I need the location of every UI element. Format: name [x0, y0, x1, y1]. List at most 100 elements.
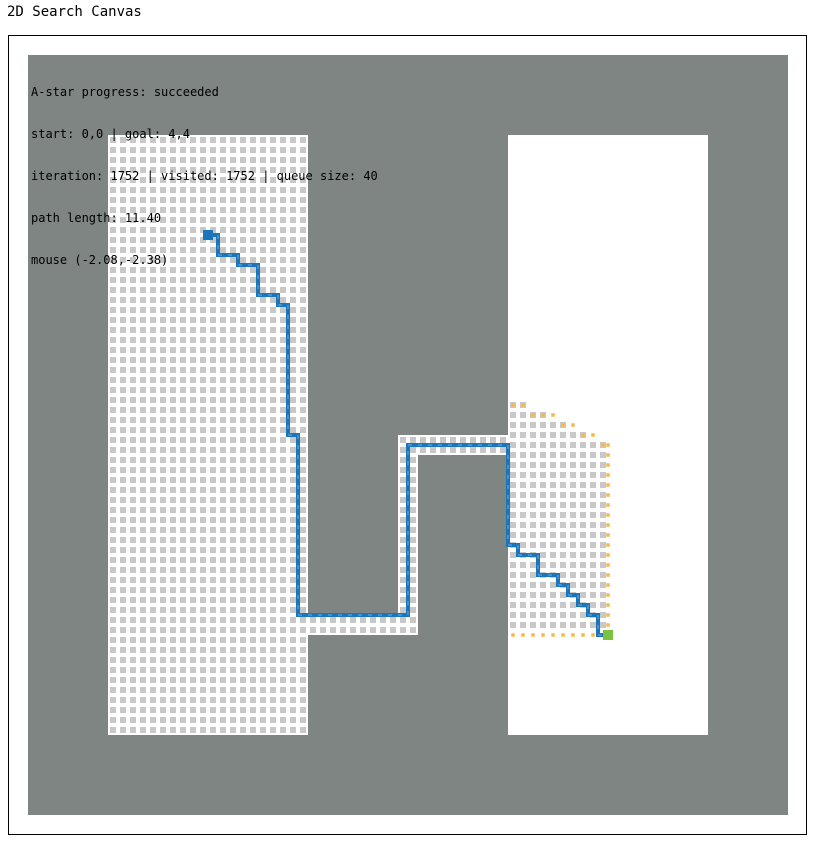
visited-cell	[260, 607, 266, 613]
visited-cell	[150, 137, 156, 143]
visited-cell	[230, 687, 236, 693]
visited-cell	[440, 447, 446, 453]
visited-cell	[270, 717, 276, 723]
visited-cell	[150, 687, 156, 693]
visited-cell	[200, 707, 206, 713]
visited-cell	[530, 572, 536, 578]
visited-cell	[230, 337, 236, 343]
visited-cell	[140, 147, 146, 153]
visited-cell	[600, 482, 606, 488]
visited-cell	[150, 697, 156, 703]
visited-cell	[120, 187, 126, 193]
visited-cell	[300, 277, 306, 283]
visited-cell	[250, 157, 256, 163]
visited-cell	[510, 582, 516, 588]
visited-cell	[170, 537, 176, 543]
visited-cell	[240, 597, 246, 603]
visited-cell	[160, 417, 166, 423]
page-title: 2D Search Canvas	[7, 4, 142, 20]
visited-cell	[400, 587, 406, 593]
visited-cell	[170, 347, 176, 353]
visited-cell	[140, 657, 146, 663]
visited-cell	[250, 597, 256, 603]
visited-cell	[600, 472, 606, 478]
visited-cell	[140, 337, 146, 343]
visited-cell	[220, 537, 226, 543]
visited-cell	[210, 497, 216, 503]
visited-cell	[400, 627, 406, 633]
visited-cell	[160, 647, 166, 653]
visited-cell	[300, 577, 306, 583]
visited-cell	[170, 557, 176, 563]
visited-cell	[140, 527, 146, 533]
visited-cell	[110, 227, 116, 233]
visited-cell	[240, 257, 246, 263]
visited-cell	[210, 667, 216, 673]
visited-cell	[200, 137, 206, 143]
visited-cell	[280, 547, 286, 553]
visited-cell	[250, 557, 256, 563]
visited-cell	[290, 577, 296, 583]
visited-cell	[450, 447, 456, 453]
visited-cell	[110, 207, 116, 213]
visited-cell	[290, 237, 296, 243]
visited-cell	[120, 397, 126, 403]
visited-cell	[230, 287, 236, 293]
visited-cell	[290, 377, 296, 383]
visited-cell	[150, 287, 156, 293]
visited-cell	[560, 482, 566, 488]
visited-cell	[180, 427, 186, 433]
visited-cell	[290, 447, 296, 453]
visited-cell	[190, 287, 196, 293]
visited-cell	[170, 217, 176, 223]
visited-cell	[290, 397, 296, 403]
visited-cell	[120, 647, 126, 653]
visited-cell	[480, 447, 486, 453]
visited-cell	[520, 472, 526, 478]
visited-cell	[240, 277, 246, 283]
visited-cell	[260, 277, 266, 283]
visited-cell	[230, 457, 236, 463]
visited-cell	[140, 457, 146, 463]
visited-cell	[140, 237, 146, 243]
visited-cell	[150, 267, 156, 273]
visited-cell	[140, 327, 146, 333]
visited-cell	[130, 727, 136, 733]
visited-cell	[290, 407, 296, 413]
visited-cell	[540, 472, 546, 478]
visited-cell	[590, 602, 596, 608]
visited-cell	[290, 267, 296, 273]
visited-cell	[270, 457, 276, 463]
visited-cell	[260, 667, 266, 673]
visited-cell	[510, 462, 516, 468]
visited-cell	[160, 607, 166, 613]
visited-cell	[200, 717, 206, 723]
visited-cell	[430, 447, 436, 453]
visited-cell	[240, 197, 246, 203]
visited-cell	[280, 707, 286, 713]
visited-cells-layer	[110, 137, 606, 733]
visited-cell	[240, 457, 246, 463]
visited-cell	[210, 347, 216, 353]
visited-cell	[410, 487, 416, 493]
visited-cell	[110, 727, 116, 733]
visited-cell	[270, 177, 276, 183]
visited-cell	[270, 557, 276, 563]
visited-cell	[290, 347, 296, 353]
visited-cell	[180, 647, 186, 653]
visited-cell	[150, 657, 156, 663]
visited-cell	[130, 617, 136, 623]
visited-cell	[340, 627, 346, 633]
visited-cell	[220, 257, 226, 263]
visited-cell	[210, 187, 216, 193]
visited-cell	[180, 407, 186, 413]
visited-cell	[300, 447, 306, 453]
visited-cell	[120, 357, 126, 363]
visited-cell	[120, 497, 126, 503]
visited-cell	[220, 507, 226, 513]
visited-cell	[190, 717, 196, 723]
visited-cell	[570, 612, 576, 618]
visited-cell	[250, 677, 256, 683]
visited-cell	[240, 697, 246, 703]
